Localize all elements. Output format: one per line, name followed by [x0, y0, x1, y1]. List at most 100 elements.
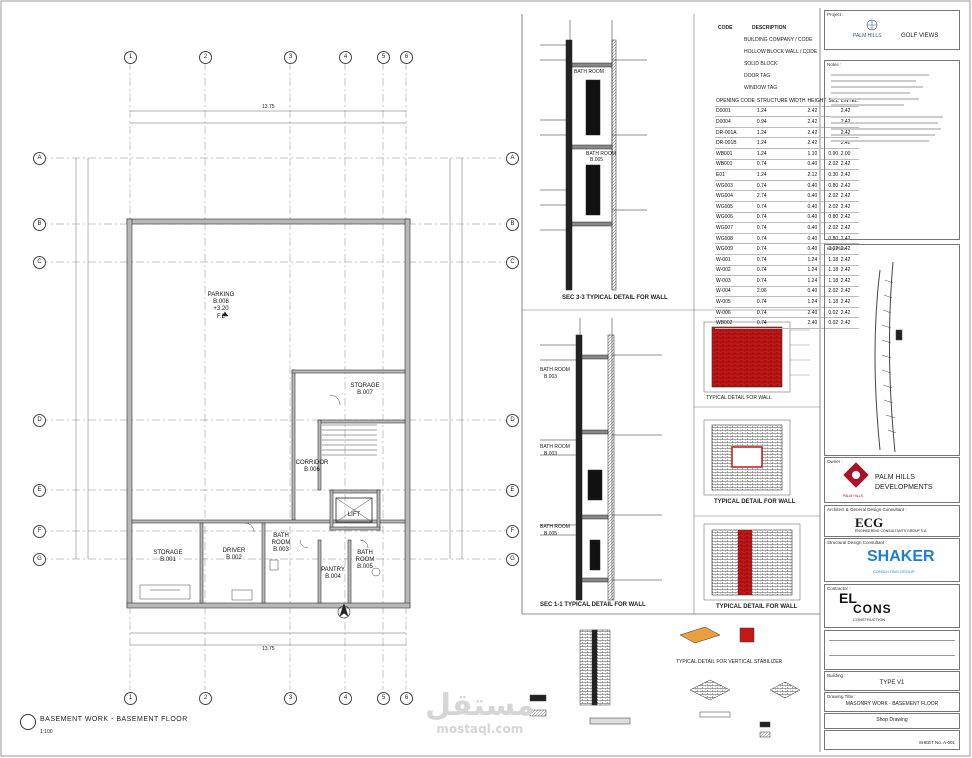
dim-overall-bottom: 13.75	[262, 646, 275, 652]
detail-b	[703, 419, 791, 496]
sec11-code2: B.003	[544, 451, 558, 457]
schedule-cell: 2.42	[839, 286, 859, 298]
schedule-cell: WG006	[715, 212, 756, 224]
room-level-sub: F.L	[216, 313, 225, 320]
plan-title-marker	[20, 714, 36, 730]
schedule-cell: 2.42	[806, 106, 828, 118]
grid-bubble-6: 6	[400, 51, 413, 64]
tb-building-value: TYPE V1	[879, 680, 905, 686]
schedule-cell: WG007	[715, 222, 756, 234]
grid-bubble-a: A	[33, 152, 46, 165]
schedule-cell: WG004	[715, 190, 756, 202]
schedule-cell: 2.42	[839, 222, 859, 234]
schedule-cell: 0.40	[806, 233, 828, 245]
schedule-cell: 0.40	[806, 190, 828, 202]
room-pantry: PANTRY B.004	[318, 567, 348, 581]
grid-bubble-e-right: E	[506, 484, 519, 497]
schedule-cell: 2.42	[839, 317, 859, 330]
sec11-title: SEC 1-1 TYPICAL DETAIL FOR WALL	[540, 602, 646, 608]
room-code: B.002	[226, 555, 242, 562]
room-name: PARKING	[207, 292, 235, 298]
tb-client-logo: PALM HILLS	[875, 474, 915, 481]
tb-contractor: Contractor : EL CONS CONSTRUCTION	[824, 584, 960, 628]
schedule-cell: 0.74	[755, 317, 807, 330]
palm-hills-logo-icon	[843, 462, 869, 488]
tb-drawing: Drawing Title : MASONRY WORK - BASEMENT …	[824, 692, 960, 712]
grid-bubble-d-right: D	[506, 414, 519, 427]
tb-label: Notes :	[827, 62, 842, 67]
north-arrow-icon	[337, 603, 351, 619]
tb-building: Building : TYPE V1	[824, 671, 960, 691]
schedule-cell: 2.42	[839, 190, 859, 202]
schedule-cell: 2.02	[827, 286, 840, 298]
sec11-room3: BATH ROOM	[540, 524, 570, 530]
tb-revisions	[824, 630, 960, 670]
room-lift: LIFT	[338, 512, 370, 519]
grid-bubble-g: G	[33, 553, 46, 566]
schedule-cell: 0.02	[827, 307, 840, 319]
schedule-cell: 2.74	[755, 190, 807, 202]
schedule-cell: 2.42	[806, 116, 828, 128]
schedule-cell: 1.24	[755, 169, 807, 181]
schedule-cell: 2.40	[806, 307, 828, 319]
legend-item: HOLLOW BLOCK WALL / CODE	[744, 49, 818, 55]
schedule-cell: 2.42	[839, 201, 859, 213]
grid-bubble-g-right: G	[506, 553, 519, 566]
schedule-cell: 2.02	[827, 243, 840, 255]
detail-a	[703, 321, 810, 393]
tb-consultant: Structural Design Consultant : SHAKER CO…	[824, 538, 960, 582]
schedule-cell: 2.02	[827, 201, 840, 213]
schedule-cell: 0.74	[755, 243, 807, 255]
schedule-cell: 2.02	[827, 159, 840, 171]
room-name: STORAGE	[350, 383, 380, 389]
codes-header-code: CODE	[718, 25, 733, 31]
schedule-cell: 2.02	[827, 190, 840, 202]
schedule-cell: 0.02	[827, 317, 840, 330]
room-driver: DRIVER B.002	[214, 548, 254, 562]
schedule-cell: DR-001A	[715, 127, 756, 139]
tb-project-logo: PALM HILLS	[853, 33, 882, 39]
legend-item: WINDOW TAG	[744, 85, 778, 91]
grid-bubble-a-right: A	[506, 152, 519, 165]
schedule-cell: 0.74	[755, 180, 807, 192]
tb-contractor-logo-2: CONS	[853, 602, 892, 616]
schedule-th: STRUCTURE WIDTH	[755, 96, 807, 107]
room-code: B.006	[304, 467, 320, 474]
schedule-cell: 1.18	[827, 296, 840, 308]
schedule-cell: 0.74	[755, 265, 807, 277]
schedule-cell: WG005	[715, 201, 756, 213]
schedule-cell: W-004	[715, 286, 756, 298]
section-3-3	[540, 20, 647, 291]
schedule-cell: 0.74	[755, 275, 807, 287]
grid-bubble-b-right: B	[506, 218, 519, 231]
schedule-cell: 0.74	[755, 201, 807, 213]
schedule-cell: WG003	[715, 180, 756, 192]
schedule-cell: 0.40	[806, 243, 828, 255]
detail-b-title: TYPICAL DETAIL FOR WALL	[714, 499, 796, 505]
room-corridor: CORRIDOR B.006	[290, 460, 334, 474]
tb-sheet: SHEET No. A-001	[824, 730, 960, 750]
schedule-cell: D0001	[715, 106, 756, 118]
detail-d-title: TYPICAL DETAIL FOR VERTICAL STABILIZER	[676, 659, 783, 665]
schedule-cell: W-002	[715, 265, 756, 277]
room-name: STORAGE	[153, 550, 183, 556]
schedule-cell: DR-001B	[715, 137, 756, 149]
room-code: B.008	[213, 299, 229, 306]
schedule-cell: 1.24	[806, 275, 828, 287]
tb-drawing-title: MASONRY WORK - BASEMENT FLOOR	[845, 701, 939, 707]
schedule-cell: 1.10	[806, 148, 828, 160]
legend-item: DOOR TAG	[744, 73, 771, 79]
schedule-cell: 0.74	[755, 159, 807, 171]
schedule-cell: 0.94	[755, 116, 807, 128]
schedule-header: OPENING CODE STRUCTURE WIDTH HEIGHT SILL…	[715, 96, 859, 107]
schedule-th: OPENING CODE	[715, 96, 756, 107]
sec11-room2: BATH ROOM	[540, 444, 570, 450]
schedule-cell: 0.30	[827, 169, 840, 181]
